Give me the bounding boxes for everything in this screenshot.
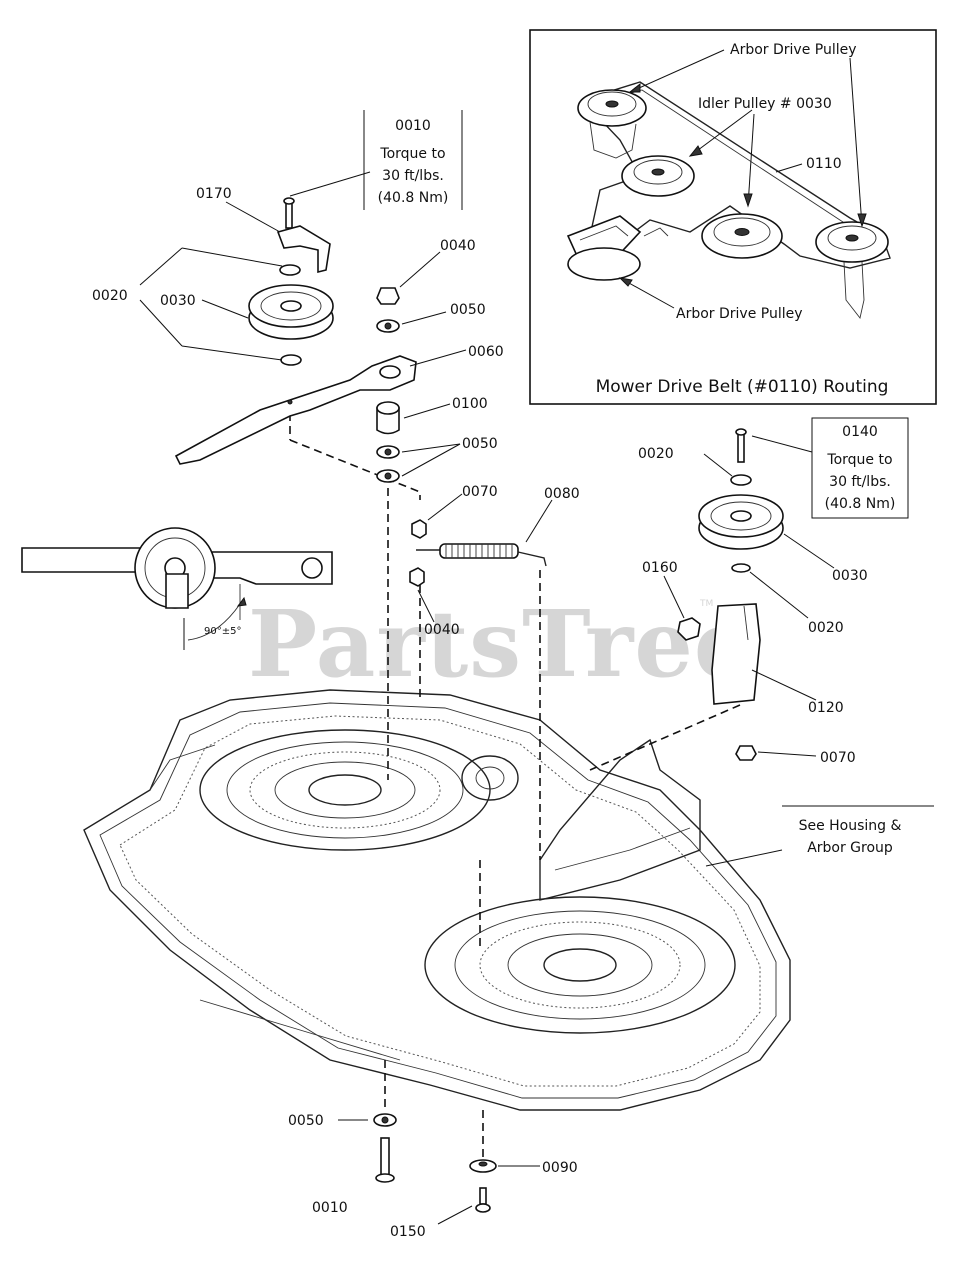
inset-label-arbor-top: Arbor Drive Pulley	[730, 42, 857, 58]
spring-assembly	[409, 519, 547, 587]
callout-0020-right-top: 0020	[638, 446, 674, 462]
torque-box-0010-line1: Torque to	[379, 146, 445, 162]
torque-box-0140-line1: Torque to	[826, 452, 892, 468]
callout-0070-mid: 0070	[462, 484, 498, 500]
torque-box-0140-line2: 30 ft/lbs.	[829, 474, 891, 490]
inset-label-arbor-bottom: Arbor Drive Pulley	[676, 306, 803, 322]
callout-0030-left: 0030	[160, 293, 196, 309]
watermark-text: PartsTree	[248, 590, 753, 698]
callout-0020-right-bottom: 0020	[808, 620, 844, 636]
callout-0040-mid: 0040	[424, 622, 460, 638]
callout-0170: 0170	[196, 186, 232, 202]
alignment-view: 90°±5°	[21, 527, 333, 650]
bottom-hardware	[373, 1113, 497, 1213]
housing-note-line2: Arbor Group	[807, 840, 893, 856]
angle-note: 90°±5°	[204, 626, 241, 637]
callout-0010-bottom: 0010	[312, 1200, 348, 1216]
torque-box-0140-line3: (40.8 Nm)	[825, 496, 896, 512]
belt-routing-inset: Arbor Drive Pulley Idler Pulley # 0030 0…	[529, 29, 937, 405]
torque-box-0010-part: 0010	[395, 118, 431, 134]
right-idler-assembly	[677, 428, 784, 761]
assembly-axes	[289, 400, 741, 1160]
callout-0150: 0150	[390, 1224, 426, 1240]
callout-0030-right: 0030	[832, 568, 868, 584]
callout-0040-top: 0040	[440, 238, 476, 254]
callout-0050-bottom: 0050	[288, 1113, 324, 1129]
torque-box-0140-frame	[811, 417, 909, 519]
torque-box-0010-line3: (40.8 Nm)	[378, 190, 449, 206]
mower-deck-housing	[83, 689, 791, 1111]
callout-0070-right: 0070	[820, 750, 856, 766]
leader-lines	[139, 110, 835, 1225]
inset-label-belt: 0110	[806, 156, 842, 172]
idler-arm-assembly	[174, 197, 417, 483]
inset-label-idler: Idler Pulley # 0030	[698, 96, 832, 112]
callout-0090: 0090	[542, 1160, 578, 1176]
callout-0020-left: 0020	[92, 288, 128, 304]
inset-caption: Mower Drive Belt (#0110) Routing	[596, 377, 889, 397]
housing-note-line1: See Housing &	[799, 818, 902, 834]
callout-0100: 0100	[452, 396, 488, 412]
callout-0080: 0080	[544, 486, 580, 502]
callout-0050-mid: 0050	[462, 436, 498, 452]
torque-box-0140-part: 0140	[842, 424, 878, 440]
callout-0060: 0060	[468, 344, 504, 360]
callout-0050-top: 0050	[450, 302, 486, 318]
callout-0120: 0120	[808, 700, 844, 716]
callout-0160: 0160	[642, 560, 678, 576]
torque-box-0010-line2: 30 ft/lbs.	[382, 168, 444, 184]
callouts: 0170 0020 0030 0040 0050 0060 0100 0050 …	[92, 186, 868, 1240]
watermark-trademark: TM	[699, 599, 713, 609]
